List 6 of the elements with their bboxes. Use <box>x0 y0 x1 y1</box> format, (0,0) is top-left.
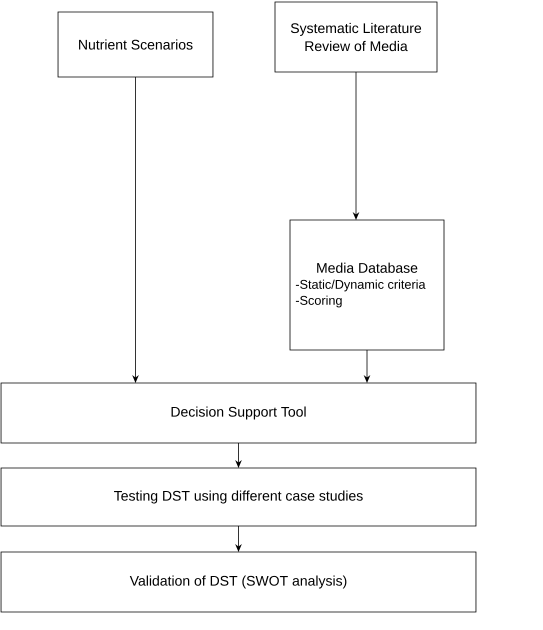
process-box: Validation of DST (SWOT analysis) <box>0 552 476 612</box>
database-box: Media Database -Static/Dynamic criteria -Scoring <box>290 220 444 350</box>
process-box: Systematic Literature Review of Media <box>274 2 438 72</box>
process-box: Testing DST using different case studies <box>0 468 476 526</box>
process-box: Decision Support Tool <box>0 382 476 444</box>
process-box: Nutrient Scenarios <box>58 12 214 78</box>
